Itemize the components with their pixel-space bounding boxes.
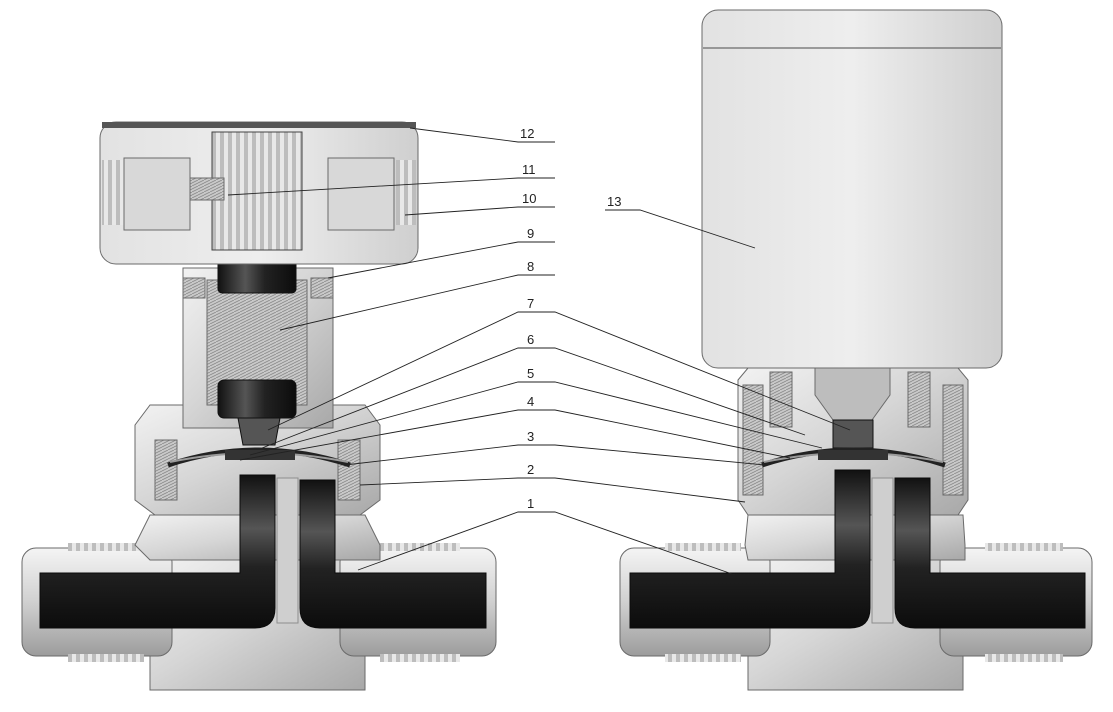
right-center-web bbox=[871, 477, 894, 624]
left-thread-top-r bbox=[380, 543, 460, 551]
leader-12 bbox=[409, 127, 555, 143]
label-6: 6 bbox=[527, 332, 534, 347]
right-nut-thread-l bbox=[742, 384, 764, 496]
right-inlet-passage bbox=[629, 469, 871, 629]
left-stem-lower bbox=[217, 379, 297, 419]
label-1: 1 bbox=[527, 496, 534, 511]
left-handle-top bbox=[102, 122, 416, 128]
left-thread-bot-r bbox=[380, 654, 460, 662]
left-set-screw bbox=[189, 177, 225, 201]
right-bonnet-thread-r bbox=[907, 371, 931, 428]
right-thread-top-l bbox=[665, 543, 741, 551]
callout-labels: 12 11 10 9 8 7 6 5 4 3 2 1 13 bbox=[520, 126, 621, 511]
label-4: 4 bbox=[527, 394, 534, 409]
right-thread-bot-r bbox=[985, 654, 1063, 662]
left-nut-thread-r bbox=[337, 439, 361, 501]
leader-7 bbox=[267, 311, 851, 431]
left-stem-tip bbox=[237, 417, 281, 446]
label-5: 5 bbox=[527, 366, 534, 381]
right-actuator-housing bbox=[701, 9, 1003, 369]
leader-2 bbox=[359, 477, 746, 503]
label-8: 8 bbox=[527, 259, 534, 274]
right-outlet-passage bbox=[894, 477, 1086, 629]
leader-6 bbox=[261, 347, 806, 449]
leader-5 bbox=[249, 381, 823, 456]
left-valve bbox=[21, 121, 497, 691]
left-thread-top-l bbox=[68, 543, 144, 551]
right-thread-bot-l bbox=[665, 654, 741, 662]
label-7: 7 bbox=[527, 296, 534, 311]
left-center-web bbox=[276, 477, 299, 624]
label-9: 9 bbox=[527, 226, 534, 241]
left-handle-knurl-r bbox=[396, 160, 416, 225]
leader-4 bbox=[239, 409, 791, 461]
left-outlet-passage bbox=[299, 479, 487, 629]
leader-10 bbox=[404, 206, 555, 216]
left-bonnet-thread-l bbox=[182, 277, 206, 299]
leader-9 bbox=[327, 241, 555, 279]
label-10: 10 bbox=[522, 191, 536, 206]
label-13: 13 bbox=[607, 194, 621, 209]
leader-13 bbox=[605, 209, 756, 249]
right-nut-thread-r bbox=[942, 384, 964, 496]
right-valve bbox=[619, 9, 1093, 691]
left-inlet-passage bbox=[39, 474, 276, 629]
left-seat bbox=[225, 450, 295, 460]
left-nut-thread-l bbox=[154, 439, 178, 501]
leader-8 bbox=[279, 274, 555, 331]
label-2: 2 bbox=[527, 462, 534, 477]
right-thread-top-r bbox=[985, 543, 1063, 551]
label-12: 12 bbox=[520, 126, 534, 141]
right-seat bbox=[818, 450, 888, 460]
leader-lines bbox=[227, 127, 851, 576]
left-handle-knurl-l bbox=[102, 160, 124, 225]
left-handle-insert bbox=[123, 157, 191, 231]
left-bonnet-thread-r bbox=[310, 277, 334, 299]
leader-3 bbox=[344, 444, 766, 466]
label-11: 11 bbox=[522, 162, 536, 177]
left-handle-insert-r bbox=[327, 157, 395, 231]
left-thread-bot-l bbox=[68, 654, 144, 662]
label-3: 3 bbox=[527, 429, 534, 444]
leader-11 bbox=[227, 177, 555, 196]
leader-1 bbox=[357, 511, 736, 576]
left-spline-shaft bbox=[211, 131, 303, 251]
right-stem-tip bbox=[832, 419, 874, 449]
